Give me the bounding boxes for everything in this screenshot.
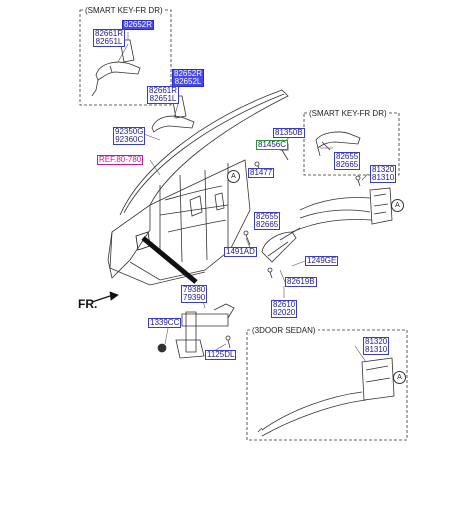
weatherstrip-end [135,231,151,251]
door-checker [157,303,235,359]
part-number: 1339CC [150,318,180,327]
door-latch-assembly [279,187,393,241]
part-label-1339cc[interactable]: 1339CC [148,318,182,328]
part-label-92350g[interactable]: 92350G 92360C [113,127,146,145]
part-number: 1125DL [207,350,235,359]
three-door-title: (3DOOR SEDAN) [250,326,318,335]
part-number: 82655 [336,152,359,161]
part-label-1125dl[interactable]: 1125DL [205,350,237,360]
part-number: 82020 [273,308,296,317]
door-panel [107,89,289,286]
three-door-box [246,329,408,441]
part-number: 1249GE [307,256,337,265]
part-number: 82661R [95,29,124,38]
part-label-82652r-mid[interactable]: 82652R 82652L [172,69,205,87]
part-label-82619b[interactable]: 82619B [285,277,317,287]
part-number: 82652R [124,20,153,29]
lower-latch-assembly [257,357,395,437]
reference-number: REF.80-780 [99,155,142,164]
part-number: 81350B [275,128,303,137]
part-label-79380[interactable]: 79380 79390 [181,285,208,303]
part-number: 82619B [287,277,315,286]
weatherstrip [141,236,198,284]
part-number: 81477 [250,168,273,177]
part-number: 82651L [95,37,123,46]
leader-lines [117,32,369,363]
marker-a-latch-bottom[interactable]: A [393,371,406,384]
part-number: 1491AD [226,247,255,256]
part-number: 92360C [115,135,144,144]
front-direction-label: FR. [78,297,98,311]
smart-key-right-title: (SMART KEY-FR DR) [307,109,389,118]
marker-a-latch-top[interactable]: A [391,199,404,212]
part-label-82610[interactable]: 82610 82020 [271,300,298,318]
part-number: 82661R [149,86,178,95]
part-label-81477[interactable]: 81477 [248,168,275,178]
part-label-82661r-top[interactable]: 82661R 82651L [93,29,126,47]
part-number: 82652L [174,77,202,86]
part-label-82661r-mid[interactable]: 82661R 82651L [147,86,180,104]
part-number: 79380 [183,285,206,294]
marker-a-door[interactable]: A [227,170,240,183]
part-label-81320-top[interactable]: 81320 81310 [370,165,397,183]
handle-right [315,131,361,157]
part-number: 82665 [256,220,279,229]
smart-key-top-title: (SMART KEY-FR DR) [83,6,165,15]
part-label-82652r-top[interactable]: 82652R [122,20,155,30]
part-number: 81320 [365,337,388,346]
part-number: 82610 [273,300,296,309]
fr-arrow-head [109,291,119,301]
part-label-1249ge[interactable]: 1249GE [305,256,339,266]
part-label-1491ad[interactable]: 1491AD [224,247,257,257]
part-number: 81320 [372,165,395,174]
reference-label[interactable]: REF.80-780 [97,155,144,165]
part-label-82655-right[interactable]: 82655 82665 [334,152,361,170]
part-label-81456c[interactable]: 81456C [256,140,289,150]
part-number: 92350G [115,127,144,136]
part-number: 82652R [174,69,203,78]
part-label-81320-bottom[interactable]: 81320 81310 [363,337,390,355]
part-number: 82665 [336,160,359,169]
part-number: 79390 [183,293,206,302]
part-number: 81456C [258,140,287,149]
inside-handle [261,231,297,263]
part-label-81350b[interactable]: 81350B [273,128,305,138]
part-number: 81310 [365,345,388,354]
part-number: 81310 [372,173,395,182]
part-label-82655-mid[interactable]: 82655 82665 [254,212,281,230]
outside-handle-top [91,39,141,97]
fr-arrow-line [91,295,111,303]
part-number: 82651L [149,94,177,103]
part-number: 82655 [256,212,279,221]
